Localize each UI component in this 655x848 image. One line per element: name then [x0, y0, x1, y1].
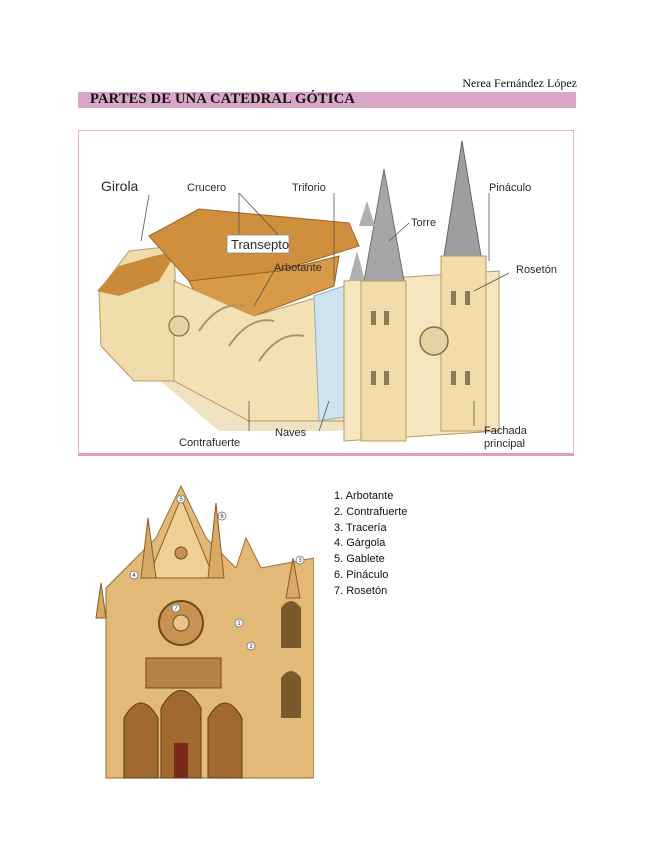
far-right-pinnacle	[285, 557, 301, 599]
facade-marker-7: 7	[174, 606, 178, 612]
right-portal	[207, 702, 243, 779]
facade-marker-1: 1	[237, 621, 241, 627]
facade-marker-5: 5	[179, 497, 183, 503]
page-title: PARTES DE UNA CATEDRAL GÓTICA	[90, 91, 355, 107]
label-girola: Girola	[101, 178, 139, 194]
gallery-band	[145, 657, 222, 689]
transept-rose-window	[168, 315, 190, 337]
label-roseton: Rosetón	[516, 264, 557, 276]
list-item: 4. Gárgola	[334, 537, 386, 550]
label-torre: Torre	[411, 217, 436, 229]
facade-marker-4: 4	[132, 573, 136, 579]
right-tower-spire	[443, 140, 482, 257]
list-item: 7. Rosetón	[334, 584, 388, 597]
facade-windows	[371, 291, 470, 385]
left-tower	[360, 280, 407, 442]
list-item: 5. Gablete	[334, 553, 385, 566]
list-item: 6. Pináculo	[334, 568, 389, 581]
leader-lines	[140, 192, 510, 432]
central-portal	[160, 690, 202, 779]
cathedral-cutaway-figure: Girola Crucero Triforio Pináculo Torre T…	[78, 130, 574, 456]
small-spire-1	[359, 201, 375, 226]
list-item: 3. Tracería	[334, 521, 387, 534]
facade-markers: 5 6 4 3 7 1 2	[129, 494, 305, 651]
label-naves: Naves	[275, 427, 307, 439]
gable-oculus	[174, 546, 188, 560]
cathedral-cutaway-drawing: Girola Crucero Triforio Pináculo Torre T…	[97, 140, 557, 450]
label-fachada-1: Fachada	[484, 425, 528, 437]
label-pinaculo: Pináculo	[489, 182, 531, 194]
left-portal	[123, 702, 159, 779]
label-transepto: Transepto	[231, 237, 289, 252]
facade-marker-2: 2	[249, 644, 253, 650]
side-windows	[281, 601, 301, 718]
title-bar: PARTES DE UNA CATEDRAL GÓTICA	[78, 91, 576, 108]
left-pinnacle	[140, 517, 157, 579]
facade-rose-window	[419, 326, 449, 356]
central-gable	[147, 496, 215, 579]
facade-marker-3: 3	[298, 558, 302, 564]
apse-roof	[97, 251, 177, 296]
flying-buttresses	[198, 304, 305, 362]
label-arbotante: Arbotante	[274, 262, 322, 274]
facade-drawing: 5 6 4 3 7 1 2	[95, 484, 315, 779]
facade-illustration: 5 6 4 3 7 1 2	[86, 478, 315, 790]
list-item: 2. Contrafuerte	[334, 505, 408, 518]
small-spire-2	[349, 251, 365, 281]
right-pinnacle	[207, 502, 225, 579]
far-left-pinnacle	[95, 582, 107, 619]
facade-marker-6: 6	[220, 514, 224, 520]
list-item: 1. Arbotante	[334, 490, 394, 502]
author-name: Nerea Fernández López	[462, 76, 577, 90]
transepto-box	[226, 234, 290, 254]
label-fachada-2: principal	[484, 438, 525, 450]
label-crucero: Crucero	[187, 182, 226, 194]
label-contrafuerte: Contrafuerte	[179, 437, 240, 449]
rose-window-center	[172, 614, 190, 632]
central-door	[174, 743, 188, 778]
label-triforio: Triforio	[292, 182, 326, 194]
parts-list: 1. Arbotante 2. Contrafuerte 3. Tracería…	[334, 489, 407, 600]
